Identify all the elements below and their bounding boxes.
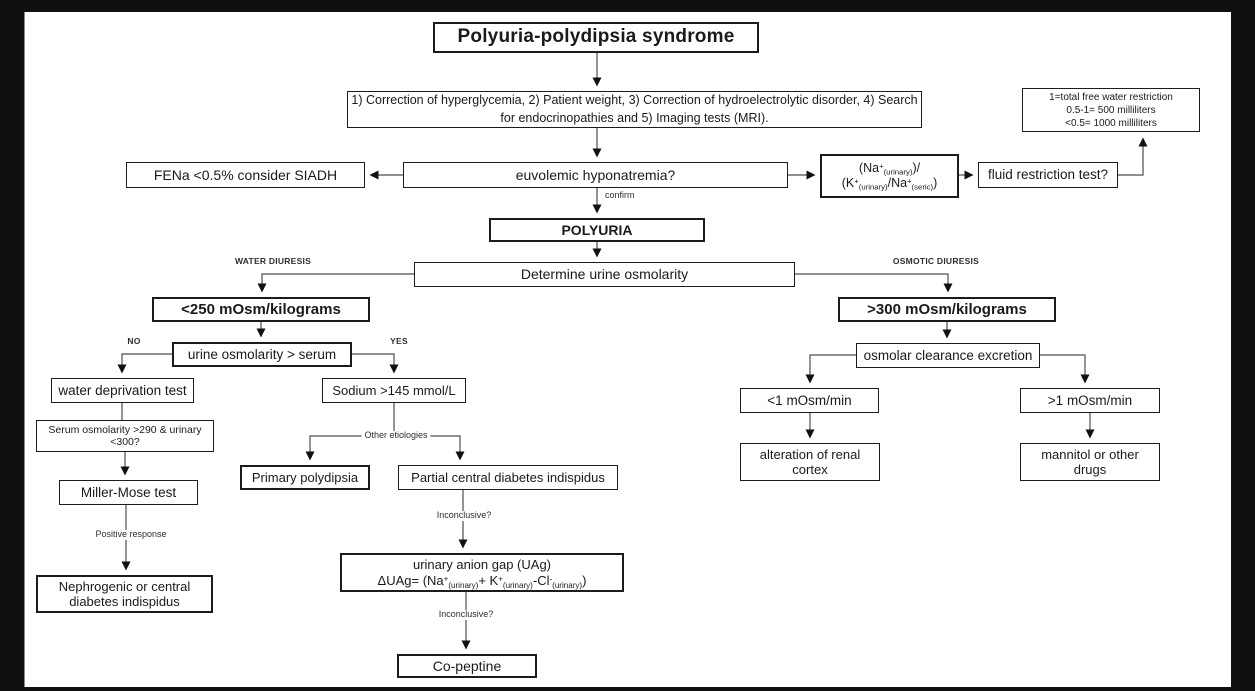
- node-polyuria: POLYURIA: [489, 218, 705, 242]
- node-serum-osmolarity-question: Serum osmolarity >290 & urinary <300?: [36, 420, 214, 452]
- node-miller-mose-test: Miller-Mose test: [59, 480, 198, 505]
- node-under-250-mosm: <250 mOsm/kilograms: [152, 297, 370, 322]
- node-determine-urine-osmolarity: Determine urine osmolarity: [414, 262, 795, 287]
- node-over-300-mosm: >300 mOsm/kilograms: [838, 297, 1056, 322]
- edge-label-inconclusive-2: Inconclusive?: [435, 609, 497, 620]
- edge-label-yes: YES: [387, 336, 411, 347]
- edge-label-other-etiologies: Other etiologies: [361, 430, 431, 441]
- water-restriction-key-line3: <0.5= 1000 milliliters: [1065, 117, 1157, 129]
- node-fena-siadh: FENa <0.5% consider SIADH: [126, 162, 365, 188]
- node-nephrogenic-central-di: Nephrogenic or central diabetes indispid…: [36, 575, 213, 613]
- edge-label-confirm: confirm: [602, 190, 638, 201]
- node-partial-central-di: Partial central diabetes indispidus: [398, 465, 618, 490]
- na-k-ratio-line2: (K+(urinary)/Na+(seric)): [841, 176, 938, 192]
- na-k-ratio-line1: (Na+(urinary))/: [858, 161, 921, 177]
- node-water-deprivation-test: water deprivation test: [51, 378, 194, 403]
- edge-label-osmotic-diuresis: OSMOTIC DIURESIS: [889, 256, 983, 267]
- node-over-1-mosm-min: >1 mOsm/min: [1020, 388, 1160, 413]
- node-water-restriction-key: 1=total free water restriction 0.5-1= 50…: [1022, 88, 1200, 132]
- node-renal-cortex-alteration: alteration of renal cortex: [740, 443, 880, 481]
- edge-label-no: NO: [124, 336, 144, 347]
- node-initial-workup: 1) Correction of hyperglycemia, 2) Patie…: [347, 91, 922, 128]
- uag-line1: urinary anion gap (UAg): [412, 557, 552, 573]
- edge-label-inconclusive-1: Inconclusive?: [433, 510, 495, 521]
- node-na-k-ratio: (Na+(urinary))/ (K+(urinary)/Na+(seric)): [820, 154, 959, 198]
- node-co-peptine: Co-peptine: [397, 654, 537, 678]
- node-osmolar-clearance: osmolar clearance excretion: [856, 343, 1040, 368]
- node-title: Polyuria-polydipsia syndrome: [433, 22, 759, 53]
- water-restriction-key-line2: 0.5-1= 500 milliliters: [1066, 104, 1156, 116]
- node-primary-polydipsia: Primary polydipsia: [240, 465, 370, 490]
- node-urinary-anion-gap: urinary anion gap (UAg) ΔUAg= (Na+(urina…: [340, 553, 624, 592]
- edge-label-positive-response: Positive response: [92, 529, 170, 540]
- uag-line2: ΔUAg= (Na+(urinary)+ K+(urinary)-Cl-(uri…: [377, 572, 587, 590]
- node-mannitol-drugs: mannitol or other drugs: [1020, 443, 1160, 481]
- node-fluid-restriction-test: fluid restriction test?: [978, 162, 1118, 188]
- water-restriction-key-line1: 1=total free water restriction: [1049, 91, 1173, 103]
- node-urine-osmolarity-vs-serum: urine osmolarity > serum: [172, 342, 352, 367]
- edge-label-water-diuresis: WATER DIURESIS: [231, 256, 315, 267]
- node-under-1-mosm-min: <1 mOsm/min: [740, 388, 879, 413]
- node-euvolemic-hyponatremia: euvolemic hyponatremia?: [403, 162, 788, 188]
- node-sodium-over-145: Sodium >145 mmol/L: [322, 378, 466, 403]
